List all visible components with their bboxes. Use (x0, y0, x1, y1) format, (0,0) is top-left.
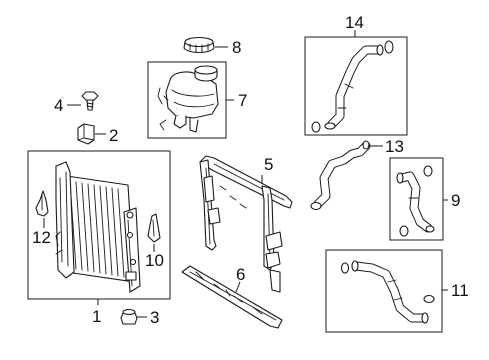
coolant-hose-9-group: 9 (389, 157, 460, 241)
coolant-hose-13: 13 (310, 137, 404, 211)
callout-12: 12 (32, 228, 51, 247)
callout-14: 14 (345, 13, 364, 32)
hose-14-box (304, 36, 408, 136)
callout-5: 5 (264, 155, 273, 174)
callout-13: 13 (385, 137, 404, 156)
callout-1: 1 (92, 307, 101, 326)
radiator-drawing (55, 161, 141, 293)
tank-cap: 8 (183, 36, 241, 57)
callout-7: 7 (238, 91, 247, 110)
radiator-group-box (27, 150, 171, 300)
drain-plug: 3 (120, 308, 159, 327)
air-deflector: 6 (181, 265, 283, 329)
hose-11-box (325, 249, 443, 333)
coolant-hose-11-group: 11 (325, 249, 469, 333)
callout-2: 2 (109, 126, 118, 145)
radiator-assembly: 1 12 10 (27, 150, 171, 326)
callout-10: 10 (145, 251, 164, 270)
callout-4: 4 (54, 96, 63, 115)
expansion-tank-group: 7 (147, 61, 247, 139)
coolant-hose-11 (340, 260, 435, 324)
coolant-hose-14 (311, 40, 394, 133)
callout-3: 3 (150, 308, 159, 327)
callout-8: 8 (232, 38, 241, 57)
coolant-hose-14-group: 14 (304, 13, 408, 136)
hose-clamp-10 (147, 213, 161, 243)
expansion-tank-drawing (157, 65, 219, 133)
bolt-part: 4 (54, 91, 99, 115)
coolant-hose-9 (396, 165, 435, 237)
callout-9: 9 (451, 191, 460, 210)
callout-6: 6 (236, 265, 245, 284)
callout-11: 11 (451, 281, 469, 300)
radiator-support: 5 (199, 155, 293, 293)
hose-9-box (389, 157, 444, 241)
nut-part: 2 (77, 123, 118, 145)
